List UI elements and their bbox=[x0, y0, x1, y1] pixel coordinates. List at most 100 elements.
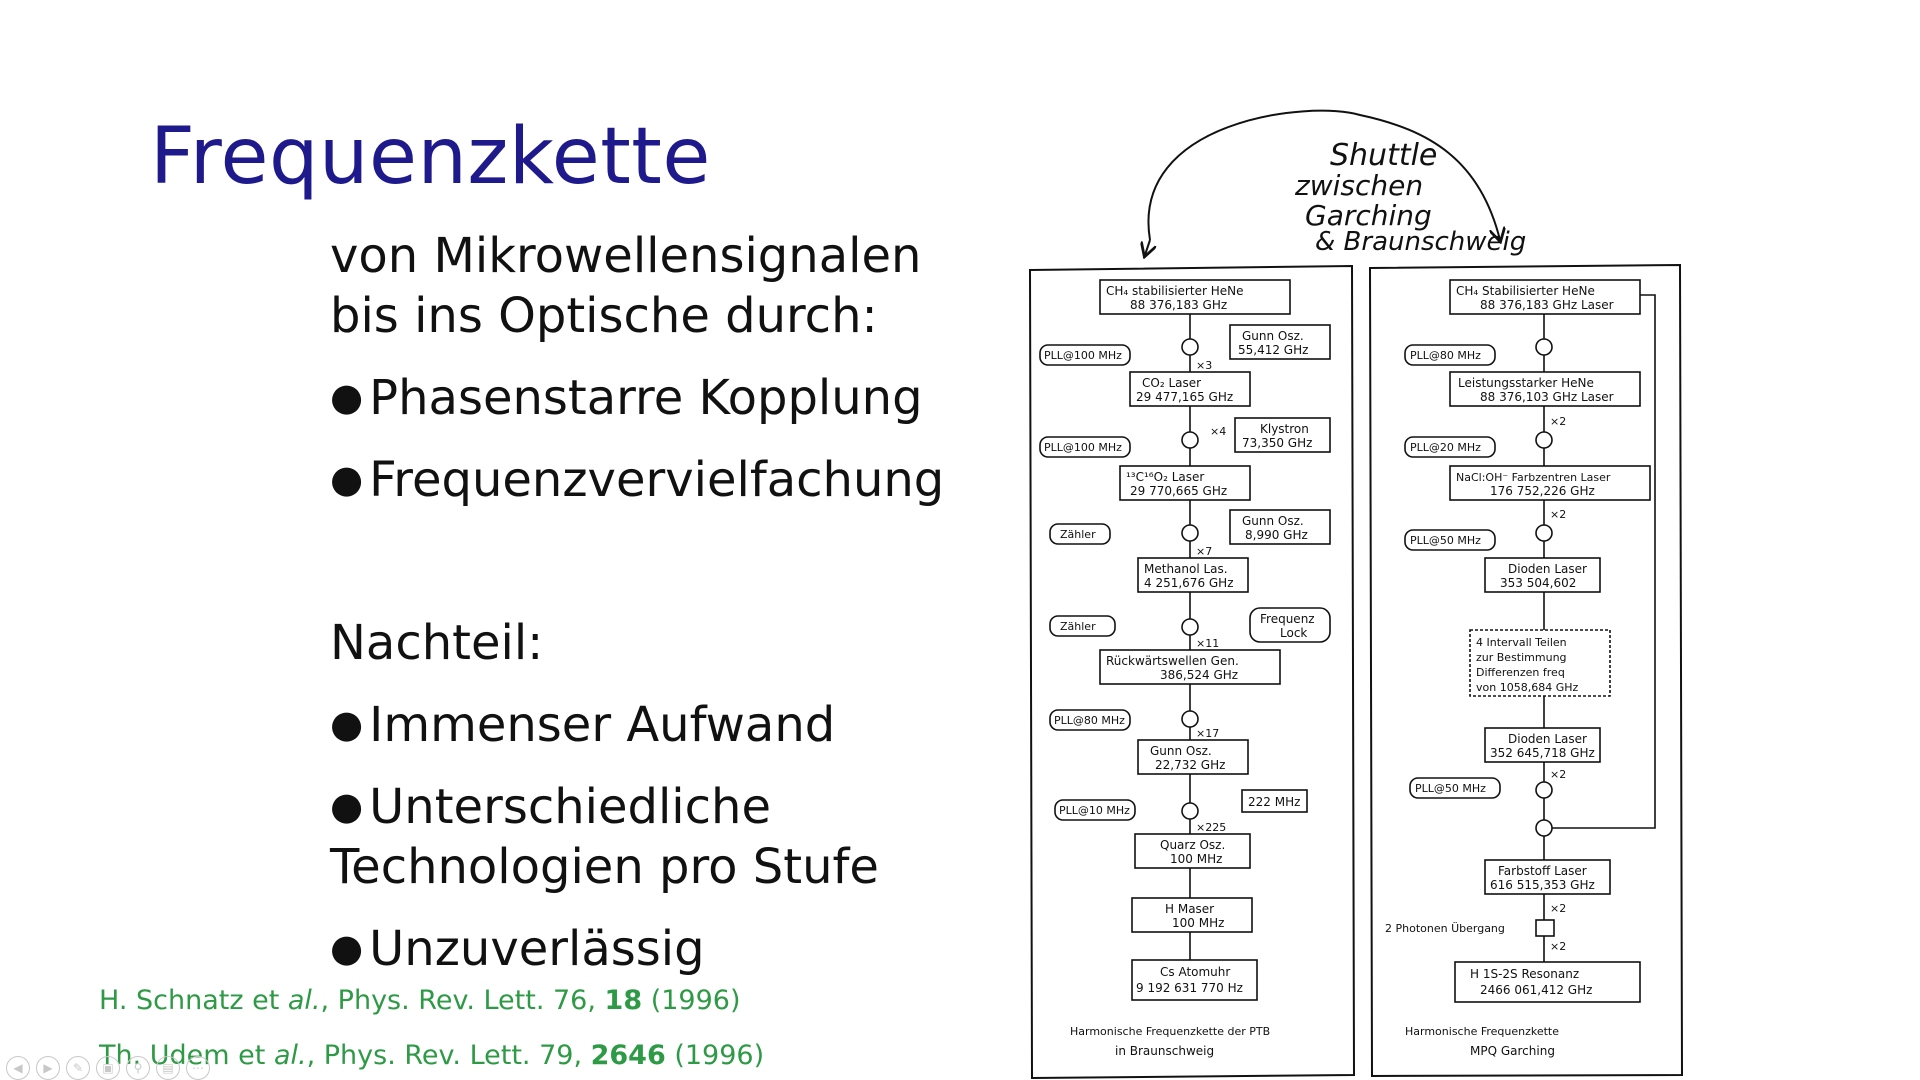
mpq-box-nacl-l2: 176 752,226 GHz bbox=[1490, 484, 1595, 498]
shuttle-label-4: & Braunschweig bbox=[1315, 227, 1526, 257]
intro-text-line-1: von Mikrowellensignalen bbox=[330, 228, 922, 284]
mpq-mult-4: ×2 bbox=[1550, 902, 1566, 915]
ptb-box-cs-l1: Cs Atomuhr bbox=[1160, 965, 1230, 979]
shuttle-arrow-right bbox=[1147, 109, 1500, 240]
mpq-box-interval-l2: zur Bestimmung bbox=[1476, 651, 1567, 664]
more-options-icon[interactable]: ⋯ bbox=[186, 1056, 210, 1080]
ptb-pll-4: PLL@10 MHz bbox=[1059, 804, 1130, 817]
previous-slide-icon[interactable]: ◀ bbox=[6, 1056, 30, 1080]
ref-page: 2646 bbox=[590, 1040, 666, 1071]
subtitles-icon[interactable]: ▤ bbox=[156, 1056, 180, 1080]
ptb-mult-2: ×4 bbox=[1210, 425, 1226, 438]
ptb-frame bbox=[1028, 264, 1356, 1080]
ptb-box-klystron-l2: 73,350 GHz bbox=[1242, 436, 1312, 450]
frequency-chain-sketch: Shuttle zwischen Garching & Braunschweig… bbox=[1028, 109, 1684, 1080]
ref-etal: al. bbox=[273, 1040, 307, 1071]
mpq-box-dye-l1: Farbstoff Laser bbox=[1498, 864, 1587, 878]
mpq-box-power-hene-l1: Leistungsstarker HeNe bbox=[1458, 376, 1594, 390]
ptb-box-methanol-l2: 4 251,676 GHz bbox=[1144, 576, 1234, 590]
ptb-box-gunn3-l2: 22,732 GHz bbox=[1155, 758, 1225, 772]
ptb-box-gunn1-l1: Gunn Osz. bbox=[1242, 329, 1304, 343]
mpq-caption-2: MPQ Garching bbox=[1470, 1044, 1555, 1058]
bullet-different-technologies-line-2: Technologien pro Stufe bbox=[330, 839, 879, 895]
mpq-box-diode1-l1: Dioden Laser bbox=[1508, 562, 1587, 576]
ptb-box-quartz-l1: Quarz Osz. bbox=[1160, 838, 1225, 852]
ptb-box-gunn3-l1: Gunn Osz. bbox=[1150, 744, 1212, 758]
pen-icon[interactable]: ✎ bbox=[66, 1056, 90, 1080]
mpq-mult-2: ×2 bbox=[1550, 508, 1566, 521]
mpq-box-diode2-l2: 352 645,718 GHz bbox=[1490, 746, 1595, 760]
slide-title: Frequenzkette bbox=[150, 112, 711, 202]
ref-page: 18 bbox=[604, 985, 643, 1016]
ptb-box-quartz-l2: 100 MHz bbox=[1170, 852, 1222, 866]
mpq-box-hene-l2: 88 376,183 GHz Laser bbox=[1480, 298, 1614, 312]
ptb-mult-4: ×11 bbox=[1196, 637, 1219, 650]
mpq-pll-4: PLL@50 MHz bbox=[1415, 782, 1486, 795]
mpq-box-interval-l3: Differenzen freq bbox=[1476, 666, 1565, 679]
ptb-box-co2iso-l1: ¹³C¹⁶O₂ Laser bbox=[1126, 470, 1204, 484]
ref-year: (1996) bbox=[642, 985, 741, 1016]
mpq-two-photon: 2 Photonen Übergang bbox=[1385, 922, 1505, 935]
ptb-box-gunn2-l1: Gunn Osz. bbox=[1242, 514, 1304, 528]
ptb-mult-5: ×17 bbox=[1196, 727, 1219, 740]
ptb-box-freqlock-l2: Lock bbox=[1280, 626, 1307, 640]
slides-icon[interactable]: ▣ bbox=[96, 1056, 120, 1080]
ptb-box-gunn2-l2: 8,990 GHz bbox=[1245, 528, 1308, 542]
bullet-unreliable: Unzuverlässig bbox=[330, 919, 704, 982]
mpq-caption-1: Harmonische Frequenzkette bbox=[1405, 1025, 1559, 1038]
ptb-caption-1: Harmonische Frequenzkette der PTB bbox=[1070, 1025, 1270, 1038]
slide-navigation: ◀ ▶ ✎ ▣ ⚲ ▤ ⋯ bbox=[6, 1056, 210, 1080]
mpq-box-diode2-l1: Dioden Laser bbox=[1508, 732, 1587, 746]
ptb-box-klystron-l1: Klystron bbox=[1260, 422, 1309, 436]
ptb-box-co2iso-l2: 29 770,665 GHz bbox=[1130, 484, 1227, 498]
mpq-box-interval-l4: von 1058,684 GHz bbox=[1476, 681, 1578, 694]
mpq-box-resonance-l2: 2466 061,412 GHz bbox=[1480, 983, 1592, 997]
shuttle-arrow-left bbox=[1145, 239, 1150, 255]
mpq-box-diode1-l2: 353 504,602 bbox=[1500, 576, 1576, 590]
ptb-mult-1: ×3 bbox=[1196, 359, 1212, 372]
mpq-mult-1: ×2 bbox=[1550, 415, 1566, 428]
mpq-box-hene-l1: CH₄ Stabilisierter HeNe bbox=[1456, 284, 1595, 298]
ptb-counter-2: Zähler bbox=[1060, 620, 1096, 633]
ref-year: (1996) bbox=[665, 1040, 765, 1071]
bullet-different-technologies: Unterschiedliche bbox=[330, 777, 771, 840]
ptb-box-222mhz: 222 MHz bbox=[1248, 795, 1300, 809]
next-slide-icon[interactable]: ▶ bbox=[36, 1056, 60, 1080]
ptb-box-methanol-l1: Methanol Las. bbox=[1144, 562, 1228, 576]
bullet-phase-locking: Phasenstarre Kopplung bbox=[330, 368, 922, 431]
zoom-icon[interactable]: ⚲ bbox=[126, 1056, 150, 1080]
ptb-pll-2: PLL@100 MHz bbox=[1044, 441, 1122, 454]
mpq-pll-2: PLL@20 MHz bbox=[1410, 441, 1481, 454]
intro-text-line-2: bis ins Optische durch: bbox=[330, 288, 878, 344]
ptb-box-hmaser-l1: H Maser bbox=[1165, 902, 1214, 916]
mpq-mult-5: ×2 bbox=[1550, 940, 1566, 953]
mpq-box-interval-l1: 4 Intervall Teilen bbox=[1476, 636, 1567, 649]
ptb-counter-1: Zähler bbox=[1060, 528, 1096, 541]
ptb-mult-3: ×7 bbox=[1196, 545, 1212, 558]
mpq-box-dye-l2: 616 515,353 GHz bbox=[1490, 878, 1595, 892]
ptb-box-freqlock-l1: Frequenz bbox=[1260, 612, 1315, 626]
ptb-box-gunn1-l2: 55,412 GHz bbox=[1238, 343, 1308, 357]
drawback-heading: Nachteil: bbox=[330, 615, 544, 671]
mpq-mult-3: ×2 bbox=[1550, 768, 1566, 781]
bullet-immense-effort: Immenser Aufwand bbox=[330, 695, 835, 758]
ptb-box-co2-l1: CO₂ Laser bbox=[1142, 376, 1201, 390]
reference-udem: Th. Udem et al., Phys. Rev. Lett. 79, 26… bbox=[99, 1040, 764, 1071]
ptb-box-bwo-l1: Rückwärtswellen Gen. bbox=[1106, 654, 1239, 668]
mpq-pll-1: PLL@80 MHz bbox=[1410, 349, 1481, 362]
ptb-mult-6: ×225 bbox=[1196, 821, 1226, 834]
ptb-caption-2: in Braunschweig bbox=[1115, 1044, 1214, 1058]
ptb-box-cs-l2: 9 192 631 770 Hz bbox=[1136, 981, 1243, 995]
ptb-pll-3: PLL@80 MHz bbox=[1054, 714, 1125, 727]
bullet-frequency-multiplication: Frequenzvervielfachung bbox=[330, 450, 944, 513]
ptb-box-hene-l2: 88 376,183 GHz bbox=[1130, 298, 1227, 312]
mpq-frame bbox=[1368, 263, 1684, 1078]
ref-authors: H. Schnatz et bbox=[99, 985, 288, 1016]
mpq-box-nacl-l1: NaCl:OH⁻ Farbzentren Laser bbox=[1456, 471, 1611, 484]
ptb-box-hene-l1: CH₄ stabilisierter HeNe bbox=[1106, 284, 1243, 298]
mpq-box-power-hene-l2: 88 376,103 GHz Laser bbox=[1480, 390, 1614, 404]
ref-journal: , Phys. Rev. Lett. 76, bbox=[320, 985, 605, 1016]
shuttle-label-1: Shuttle bbox=[1330, 138, 1437, 173]
mpq-box-resonance-l1: H 1S-2S Resonanz bbox=[1470, 967, 1579, 981]
ptb-pll-1: PLL@100 MHz bbox=[1044, 349, 1122, 362]
